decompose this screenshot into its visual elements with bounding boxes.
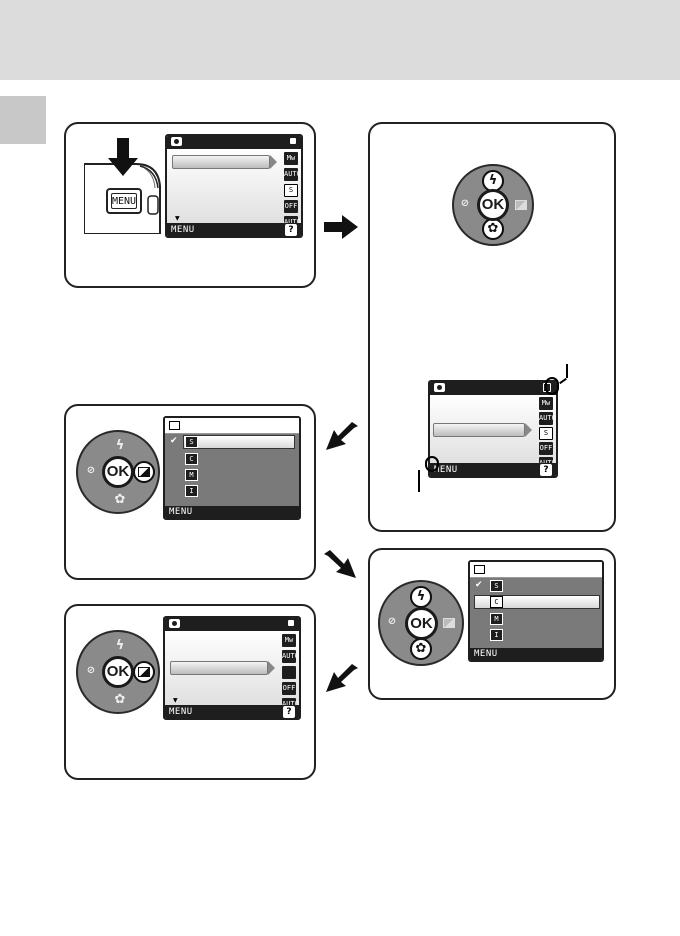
ok-button[interactable]: OK (102, 656, 134, 688)
selection-arrow-icon (268, 661, 275, 675)
flash-icon: ϟ (488, 173, 498, 188)
bss-icon: OFF (282, 682, 296, 695)
flash-icon: ϟ (115, 438, 125, 453)
image-mode-icon: Mw (282, 634, 296, 647)
self-timer-icon: ⊘ (86, 465, 96, 476)
ok-button[interactable]: OK (477, 189, 509, 221)
self-timer-icon: ⊘ (387, 616, 397, 627)
callout-line-bottom (418, 470, 420, 492)
check-icon: ✔ (170, 436, 178, 446)
setting-icons: Mw AUTO OFF AUTO (282, 634, 299, 711)
bss-icon: OFF (284, 200, 298, 213)
image-mode-icon: Mw (539, 397, 553, 410)
bss-icon: OFF (539, 442, 553, 455)
macro-icon: ✿ (415, 641, 427, 656)
check-icon: ✔ (475, 580, 483, 590)
step-1-box: MENU Mw AUTO S OFF AUTO ▼ MENU ? (64, 122, 316, 288)
self-timer-icon: ⊘ (460, 198, 470, 209)
continuous-icon: S (539, 427, 553, 440)
shooting-menu-screen-selected: Mw AUTO S OFF AUTO MENU ? (428, 380, 558, 478)
scroll-indicator-icon (290, 138, 296, 144)
callout-line-top (559, 377, 567, 385)
shooting-menu-screen-updated: Mw AUTO OFF AUTO ▼ MENU ? (163, 616, 301, 720)
multi-selector: ϟ ✿ ⊘ OK (76, 630, 160, 714)
exposure-compensation-icon (515, 200, 527, 210)
continuous-icon (474, 565, 485, 574)
camera-icon (169, 619, 180, 628)
shooting-menu-screen: Mw AUTO S OFF AUTO ▼ MENU ? (165, 134, 303, 238)
self-timer-icon: ⊘ (86, 665, 96, 676)
flash-icon: ϟ (416, 589, 426, 604)
help-icon: ? (283, 706, 295, 718)
continuous-submenu-screen: ✔ S C M I MENU (163, 416, 301, 520)
image-mode-icon: Mw (284, 152, 298, 165)
multi-selector: ϟ ✿ ⊘ OK (378, 580, 464, 666)
continuous-icon: S (284, 184, 298, 197)
exposure-compensation-icon (138, 467, 150, 477)
header-band (0, 0, 680, 80)
flash-icon: ϟ (115, 638, 125, 653)
camera-icon (171, 137, 182, 146)
camera-back-illustration: MENU (83, 138, 162, 235)
selected-menu-item[interactable] (170, 661, 268, 675)
step-4-box: ϟ ✿ ⊘ OK ✔ S C M I MENU (368, 548, 616, 700)
menu-label: MENU (171, 225, 195, 235)
flow-arrow-down-right (324, 550, 356, 578)
white-balance-icon: AUTO (539, 412, 556, 425)
setting-icons: Mw AUTO S OFF AUTO (284, 152, 301, 229)
help-icon: ? (540, 464, 552, 476)
more-items-icon: ▼ (175, 215, 180, 222)
menu-label: MENU (169, 707, 193, 717)
macro-icon: ✿ (114, 692, 126, 707)
white-balance-icon: AUTO (284, 168, 301, 181)
step-5-box: ϟ ✿ ⊘ OK Mw AUTO OFF AUTO ▼ MENU ? (64, 604, 316, 780)
more-items-icon: ▼ (173, 697, 178, 704)
camera-icon (434, 383, 445, 392)
step-2-box: ϟ ✿ ⊘ OK Mw AUTO S OFF AUTO MENU ? (368, 122, 616, 532)
step-3-box: ϟ ✿ ⊘ OK ✔ S C M I MENU (64, 404, 316, 580)
press-arrow-icon (108, 138, 138, 176)
selected-submenu-item[interactable] (474, 595, 600, 609)
callout-line-top-vertical (566, 364, 568, 378)
setting-icons: Mw AUTO S OFF AUTO (539, 397, 556, 470)
multi-selector: ϟ ✿ ⊘ OK (452, 164, 534, 246)
section-tab (0, 96, 46, 144)
menu-label: MENU (434, 465, 458, 475)
exposure-compensation-icon (138, 667, 150, 677)
white-balance-icon: AUTO (282, 650, 299, 663)
flow-arrow-down-left-2 (326, 664, 358, 692)
submenu-header (165, 418, 299, 434)
bottom-marker-callout-circle (425, 456, 439, 472)
ok-button[interactable]: OK (405, 607, 438, 640)
multi-selector: ϟ ✿ ⊘ OK (76, 430, 160, 514)
exposure-compensation-icon (443, 618, 455, 628)
flow-arrow-down-left-1 (326, 422, 358, 450)
selection-arrow-icon (525, 423, 532, 437)
macro-icon: ✿ (487, 221, 499, 236)
continuous-submenu-screen-changed: ✔ S C M I MENU (468, 560, 604, 662)
flow-arrow-right (324, 215, 358, 239)
selected-submenu-item[interactable] (183, 435, 295, 449)
scroll-indicator-callout-circle (545, 377, 559, 395)
menu-label: MENU (474, 649, 498, 659)
macro-icon: ✿ (114, 492, 126, 507)
menu-label: MENU (169, 507, 193, 517)
menu-button[interactable]: MENU (106, 188, 142, 214)
scroll-indicator-icon (288, 620, 294, 626)
selected-menu-item[interactable] (433, 423, 525, 437)
menu-button-label: MENU (111, 193, 137, 209)
selection-arrow-icon (270, 155, 277, 169)
continuous-icon (282, 666, 296, 679)
selected-menu-item[interactable] (172, 155, 270, 169)
help-icon: ? (285, 224, 297, 236)
submenu-header (470, 562, 602, 578)
continuous-icon (169, 421, 180, 430)
ok-button[interactable]: OK (102, 456, 134, 488)
